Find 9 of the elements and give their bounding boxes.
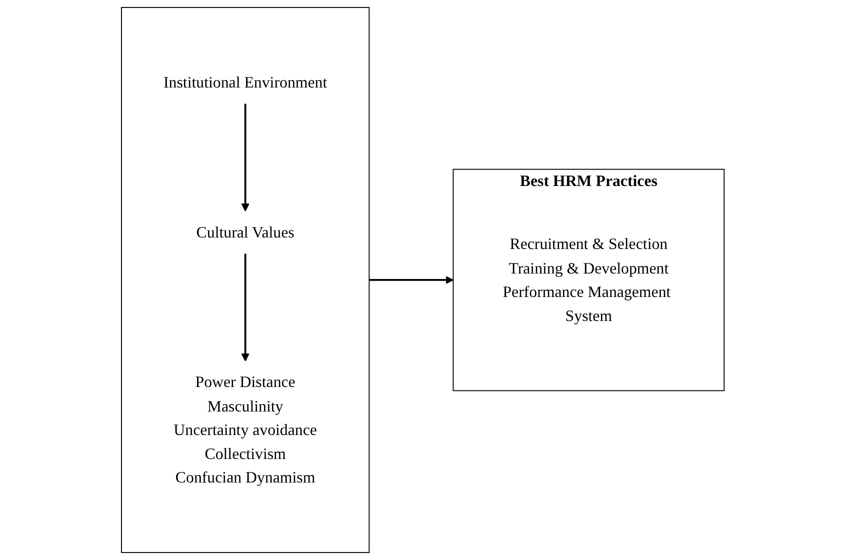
- arrow: [240, 254, 250, 362]
- cluster: [452, 168, 724, 392]
- arrow: [368, 276, 454, 284]
- node-text: Institutional Environment: [163, 73, 327, 92]
- arrow: [240, 104, 250, 212]
- node-text: Power Distance Masculinity Uncertainty avoidance Collectivism Confucian Dynamism: [173, 373, 317, 486]
- cluster: [120, 7, 370, 553]
- node-text: Recruitment & Selection Training & Development Performance Management System: [502, 235, 670, 324]
- node-text: Cultural Values: [196, 223, 294, 241]
